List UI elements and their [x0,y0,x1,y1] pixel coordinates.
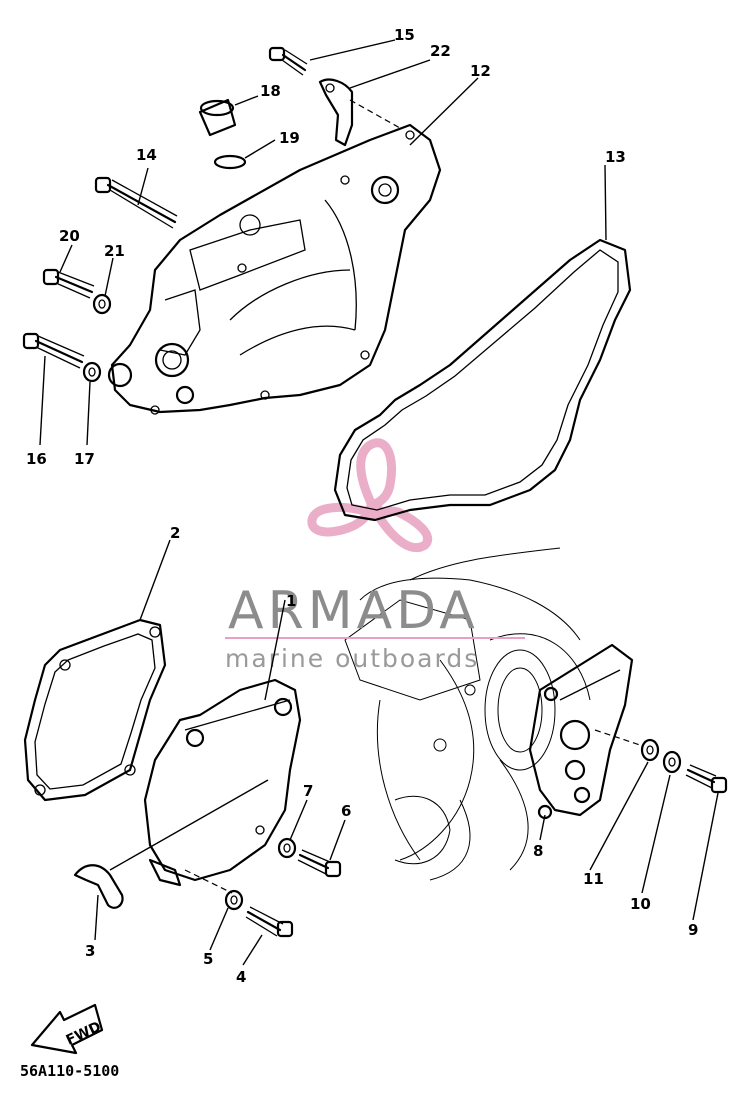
callout-12: 12 [470,62,491,80]
bolt-part-6 [297,849,342,878]
propeller-logo [307,438,432,553]
callout-21: 21 [104,242,125,260]
bracket-part-22 [318,78,354,147]
callout-11: 11 [583,870,604,888]
callout-15: 15 [394,26,415,44]
callout-5: 5 [203,950,213,968]
callout-19: 19 [279,129,300,147]
washer-part-7 [277,837,297,859]
washer-part-11 [640,738,660,762]
o-ring-part-19 [213,154,247,170]
leader-lines [39,39,719,966]
callout-7: 7 [303,782,313,800]
logo-blade-left [307,503,375,537]
logo-blade-top [356,438,397,511]
dashed-alignment-upper [349,99,401,129]
watermark-brand: ARMADA [228,581,479,641]
gasket-part-2-holes [34,626,161,796]
callout-13: 13 [605,148,626,166]
cable-clamp-part-3 [73,864,124,909]
washer-part-21 [92,293,112,315]
washer-part-17 [82,361,102,383]
watermark-tagline: marine outboards [225,644,479,673]
fwd-label: FWD [64,1019,104,1049]
callout-16: 16 [26,450,47,468]
washer-part-10 [662,750,682,774]
bolt-part-14 [94,176,178,229]
callout-14: 14 [136,146,157,164]
bolt-part-4 [245,906,294,938]
dashed-alignment-right [594,729,641,746]
callout-labels: 1 2 3 4 5 6 7 8 9 10 11 12 13 14 15 16 1… [26,26,698,986]
callout-10: 10 [630,895,651,913]
dashed-alignment-lower [184,869,233,894]
gasket-part-2-inner [34,633,156,790]
cover-gasket-inner [346,249,619,511]
callout-8: 8 [533,842,543,860]
diagram-code: 56A110-5100 [20,1062,119,1080]
callout-3: 3 [85,942,95,960]
callout-9: 9 [688,921,698,939]
washer-part-5 [224,889,244,911]
callout-6: 6 [341,802,351,820]
callout-20: 20 [59,227,80,245]
bolt-part-15 [268,46,308,76]
callout-22: 22 [430,42,451,60]
bolt-part-16 [22,332,85,369]
callout-4: 4 [236,968,246,986]
oil-plug-part-18 [198,98,237,137]
callout-18: 18 [260,82,281,100]
crankcase-cover-part-12 [107,123,442,415]
side-cover-part-8 [528,643,634,820]
callout-1: 1 [286,592,296,610]
generator-cover-part-1 [143,678,302,887]
logo-blade-right [372,506,432,553]
cover-gasket-part-13 [333,238,632,522]
gasket-part-2 [23,618,167,802]
armada-watermark: ARMADA marine outboards [225,438,525,673]
bolt-part-9 [685,764,728,794]
callout-2: 2 [170,524,180,542]
engine-background-sketch [344,547,591,881]
forward-direction-arrow: FWD [30,1003,104,1055]
bolt-part-20 [42,268,95,299]
callout-17: 17 [74,450,95,468]
